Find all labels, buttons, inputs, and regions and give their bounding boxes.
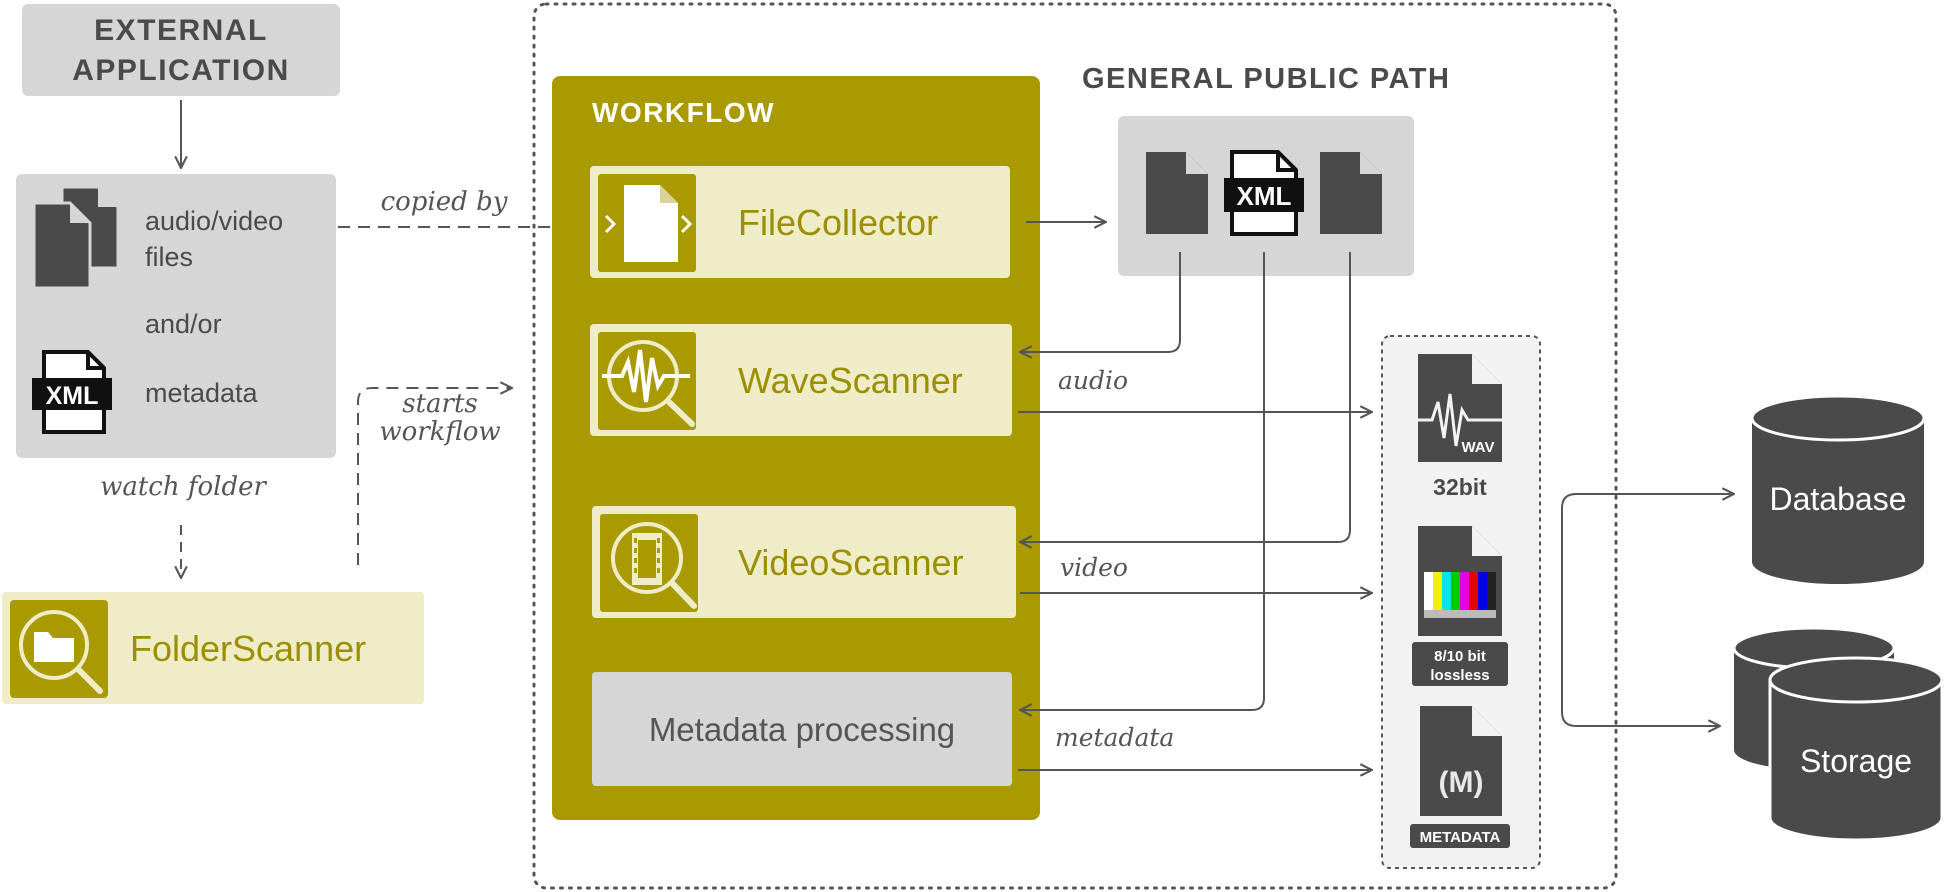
video-scanner-module: VideoScanner — [592, 506, 1016, 618]
folder-scanner-label: FolderScanner — [130, 628, 366, 669]
arrow-starts-workflow — [357, 388, 512, 565]
gpp-file-icon-1 — [1146, 152, 1208, 234]
video-caption-badge — [1412, 642, 1508, 686]
files-label-line2: files — [145, 242, 193, 272]
workflow-edge-label: workflow — [379, 417, 500, 447]
meta-symbol: (M) — [1439, 766, 1484, 799]
meta-caption-badge — [1410, 824, 1510, 848]
database-label: Database — [1770, 481, 1907, 517]
metadata-processing-label: Metadata processing — [649, 711, 955, 748]
wav-file-icon: WAV — [1418, 354, 1502, 462]
gpp-xml-icon: XML — [1224, 150, 1304, 236]
storage-label: Storage — [1800, 743, 1912, 779]
external-application-box: EXTERNAL APPLICATION — [22, 4, 340, 96]
database-cylinder: Database — [1750, 394, 1926, 584]
meta-caption: METADATA — [1420, 829, 1501, 846]
xml-file-icon: XML — [32, 350, 112, 434]
gpp-file-icon-2 — [1320, 152, 1382, 234]
copied-by-label: copied by — [381, 187, 508, 217]
wave-scanner-label: WaveScanner — [738, 360, 963, 401]
xml-tag-gpp: XML — [1237, 181, 1292, 211]
video-file-icon — [1418, 526, 1502, 636]
wav-caption: 32bit — [1433, 474, 1487, 500]
xml-tag-left: XML — [46, 382, 99, 410]
external-app-line1: EXTERNAL — [94, 14, 268, 47]
arrow-to-storage — [1561, 512, 1720, 726]
file-collector-module: FileCollector — [590, 166, 1010, 278]
watch-folder-label: watch folder — [100, 472, 267, 502]
workflow-panel: WORKFLOW FileCollector WaveScanner — [552, 76, 1040, 820]
metadata-label: metadata — [145, 378, 259, 408]
file-collector-label: FileCollector — [738, 202, 938, 243]
arrow-gpp-to-videoscanner — [1020, 252, 1351, 542]
wav-tag: WAV — [1461, 439, 1494, 456]
folder-scanner-box: FolderScanner — [2, 592, 424, 704]
arrow-to-database — [1561, 494, 1734, 712]
workflow-title: WORKFLOW — [592, 97, 775, 128]
metadata-edge-label: metadata — [1055, 723, 1174, 752]
video-caption-line1: 8/10 bit — [1434, 648, 1486, 665]
video-label: video — [1060, 553, 1128, 582]
video-scanner-label: VideoScanner — [738, 542, 964, 583]
gpp-box: XML — [1118, 116, 1414, 276]
system-boundary — [532, 2, 1618, 890]
metadata-processing-module: Metadata processing — [592, 672, 1012, 786]
arrow-gpp-to-metadata — [1020, 252, 1265, 710]
gpp-title: GENERAL PUBLIC PATH — [1082, 63, 1450, 95]
audio-label: audio — [1058, 366, 1128, 395]
starts-label: starts — [402, 389, 478, 419]
files-stack-icon — [32, 185, 120, 290]
video-caption-line2: lossless — [1430, 667, 1489, 684]
storage-cylinders: Storage — [1732, 626, 1944, 842]
arrow-gpp-to-wavescanner — [1020, 252, 1181, 352]
external-app-line2: APPLICATION — [72, 54, 290, 87]
files-label-line1: audio/video — [145, 206, 283, 236]
and-or-label: and/or — [145, 309, 222, 339]
metadata-file-icon: (M) — [1420, 706, 1502, 816]
source-files-box: audio/video files and/or XML metadata — [16, 174, 336, 458]
wave-scanner-module: WaveScanner — [590, 324, 1012, 436]
